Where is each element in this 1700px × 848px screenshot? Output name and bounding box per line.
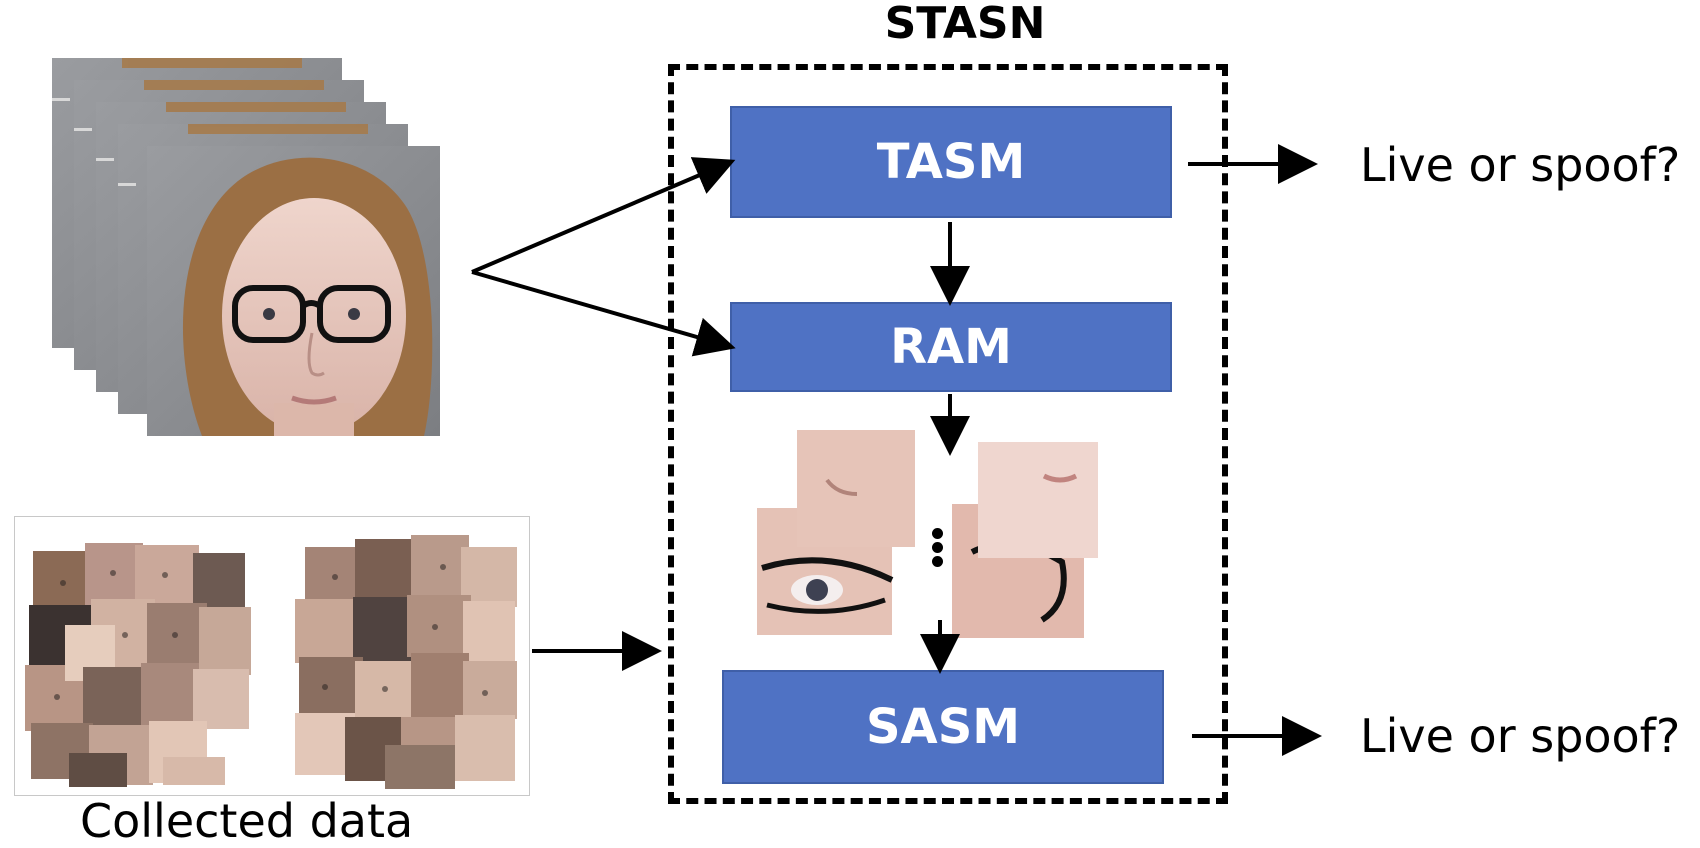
output-label-top: Live or spoof?	[1360, 138, 1681, 192]
stasn-container	[668, 64, 1228, 804]
collected-faces-mosaic	[25, 535, 517, 789]
sasm-module: SASM	[722, 670, 1164, 784]
ellipsis-dots	[932, 528, 946, 568]
diagram-title: STASN	[884, 0, 1046, 49]
arrow-frames-to-tasm	[471, 157, 736, 274]
collected-data-panel	[14, 516, 530, 796]
ram-label: RAM	[890, 319, 1012, 375]
tasm-module: TASM	[730, 106, 1172, 218]
region-patches-left	[757, 430, 917, 635]
face-frame-stack	[52, 58, 440, 437]
region-patches-right	[952, 442, 1100, 638]
tasm-label: TASM	[876, 134, 1026, 190]
output-label-bottom: Live or spoof?	[1360, 709, 1681, 763]
sasm-label: SASM	[865, 699, 1021, 755]
collected-data-caption: Collected data	[80, 794, 414, 848]
face-region-patches-left	[757, 430, 915, 635]
face-frames-image	[52, 58, 440, 437]
face-region-patches-right	[952, 442, 1098, 638]
arrow-frames-to-ram	[471, 270, 736, 357]
